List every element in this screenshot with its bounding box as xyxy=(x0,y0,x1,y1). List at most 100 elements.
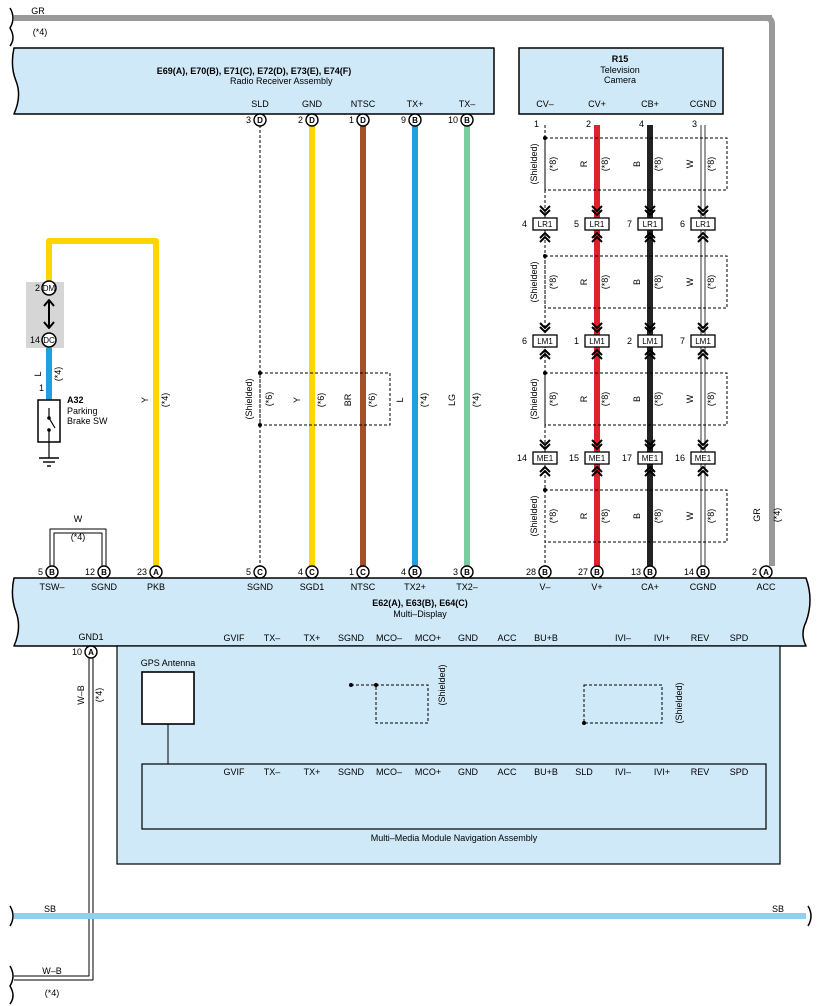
nav-label-0: GVIF xyxy=(223,767,245,777)
radio-pin-name-0: SLD xyxy=(251,99,269,109)
sb-label-left: SB xyxy=(44,904,56,914)
junction-ME1-chev-up-3 xyxy=(697,465,709,477)
multi-pin-num-12: 2 xyxy=(752,567,757,577)
junction-LM1-pin-0: 6 xyxy=(522,336,527,346)
nav-label-10: IVI– xyxy=(615,767,631,777)
junction-LR1-box-2 xyxy=(637,217,663,231)
junction-LR1-chev-up-2 xyxy=(644,231,656,243)
multi-pin-num-6: 4 xyxy=(401,567,406,577)
dc-pin: 14 xyxy=(30,335,40,345)
internal-shield-dot-c xyxy=(582,721,586,725)
junction-LM1-box-0 xyxy=(532,334,558,348)
junction-LR1-label-1: LR1 xyxy=(590,220,605,229)
junction-LR1-chev-up-0 xyxy=(539,231,551,243)
camera-wire-label-1-0: R xyxy=(579,278,589,285)
junction-LR1-box-3 xyxy=(690,217,716,231)
switch-dot-a xyxy=(47,416,51,420)
camera-wire-label-2-0: R xyxy=(579,395,589,402)
gr-break-mark xyxy=(9,7,14,47)
camera-wire-note-0-2: (*8) xyxy=(706,157,716,172)
pkb-wire xyxy=(46,238,159,566)
radio-wire-note-4: (*4) xyxy=(471,393,481,408)
multi-pin-name-6: TX2+ xyxy=(404,582,426,592)
camera-wire-label-2-2: W xyxy=(685,394,695,403)
l-wire-label: L xyxy=(33,371,43,376)
radio-pin-2-letter: D xyxy=(360,116,366,125)
junction-LM1-box-1 xyxy=(584,334,610,348)
junction-LR1-chev-up-3 xyxy=(697,231,709,243)
radio-pin-num-4: 10 xyxy=(448,115,458,125)
switch-lever xyxy=(48,417,56,429)
camera-wire-label-1-1: B xyxy=(632,279,642,285)
junction-LM1-label-2: LM1 xyxy=(642,337,658,346)
camera-wire-note-2-1: (*8) xyxy=(653,392,663,407)
multi-pin-name-2: PKB xyxy=(147,582,165,592)
radio-shield-box xyxy=(259,372,391,426)
multi-pin-num-11: 14 xyxy=(684,567,694,577)
internal-shield-label-1: (Shielded) xyxy=(437,664,447,705)
wb-break-mark xyxy=(9,965,14,1005)
junction-ME1-label-2: ME1 xyxy=(642,454,659,463)
camera-shield-note-2: (*8) xyxy=(548,392,558,407)
internal-shield-dot-a xyxy=(349,683,353,687)
junction-LM1-chev-2 xyxy=(644,322,656,334)
radio-wire-label-3: L xyxy=(395,397,405,402)
radio-title: E69(A), E70(B), E71(C), E72(D), E73(E), … xyxy=(157,66,352,76)
junction-ME1-box-3 xyxy=(690,451,716,465)
multi-pin-name-7: TX2– xyxy=(456,582,478,592)
nav-label-5: MCO+ xyxy=(415,767,441,777)
nav-label-13: SPD xyxy=(730,767,749,777)
radio-pin-3-letter: B xyxy=(412,116,418,125)
dm-connector xyxy=(41,280,57,296)
multi-pin-9-letter: B xyxy=(594,568,600,577)
multi-pin-1-letter: B xyxy=(101,568,107,577)
junction-ME1-label-3: ME1 xyxy=(695,454,712,463)
wb-bottom-label: W–B xyxy=(42,966,62,976)
nav-label-12: REV xyxy=(691,767,710,777)
radio-wire-label-1: Y xyxy=(292,397,302,403)
gr-note: (*4) xyxy=(33,27,48,37)
camera-shield-note-0: (*8) xyxy=(548,157,558,172)
junction-LM1-pin-2: 2 xyxy=(627,336,632,346)
w-loop-note: (*4) xyxy=(71,532,86,542)
w-loop-a xyxy=(49,528,107,566)
radio-pin-name-2: NTSC xyxy=(351,99,376,109)
internal-label-2: TX+ xyxy=(304,633,321,643)
radio-pin-1-connector xyxy=(305,113,319,127)
internal-label-0: GVIF xyxy=(223,633,245,643)
junction-LR1-chev-2 xyxy=(644,205,656,217)
junction-LM1-box-2 xyxy=(637,334,663,348)
camera-shield-label-3: (Shielded) xyxy=(529,495,539,536)
nav-label-2: TX+ xyxy=(304,767,321,777)
junction-ME1-chev-2 xyxy=(644,439,656,451)
junction-LM1-chev-up-0 xyxy=(539,348,551,360)
camera-wire-label-3-2: W xyxy=(685,511,695,520)
multi-pin-3-letter: C xyxy=(257,568,263,577)
camera-pin-name-2: CB+ xyxy=(641,99,659,109)
multi-pin-name-4: SGD1 xyxy=(300,582,325,592)
junction-LR1-label-0: LR1 xyxy=(538,220,553,229)
junction-LM1-pin-3: 7 xyxy=(680,336,685,346)
junction-ME1-box-2 xyxy=(637,451,663,465)
camera-pin-num-1: 2 xyxy=(586,119,591,129)
camera-shield-box-1 xyxy=(544,255,728,309)
junction-LM1-chev-up-2 xyxy=(644,348,656,360)
junction-LR1-pin-2: 7 xyxy=(627,219,632,229)
camera-code: R15 xyxy=(612,54,629,64)
shield-dot-bot xyxy=(258,423,262,427)
camera-line2: Camera xyxy=(604,75,636,85)
internal-label-3: SGND xyxy=(338,633,365,643)
dc-label: DC xyxy=(43,336,55,345)
gr-vertical-label: GR xyxy=(752,508,762,522)
switch-code: A32 xyxy=(67,395,84,405)
junction-LM1-chev-up-1 xyxy=(591,348,603,360)
l-wire-note: (*4) xyxy=(53,367,63,382)
pkb-wire-label: Y xyxy=(140,397,150,403)
camera-shield-dot-2 xyxy=(543,371,547,375)
radio-pin-num-0: 3 xyxy=(246,115,251,125)
camera-pin-num-3: 3 xyxy=(692,119,697,129)
camera-wire-note-2-2: (*8) xyxy=(706,392,716,407)
multi-pin-8-connector xyxy=(538,565,552,579)
camera-wire-note-1-2: (*8) xyxy=(706,275,716,290)
multi-pin-num-2: 23 xyxy=(137,567,147,577)
